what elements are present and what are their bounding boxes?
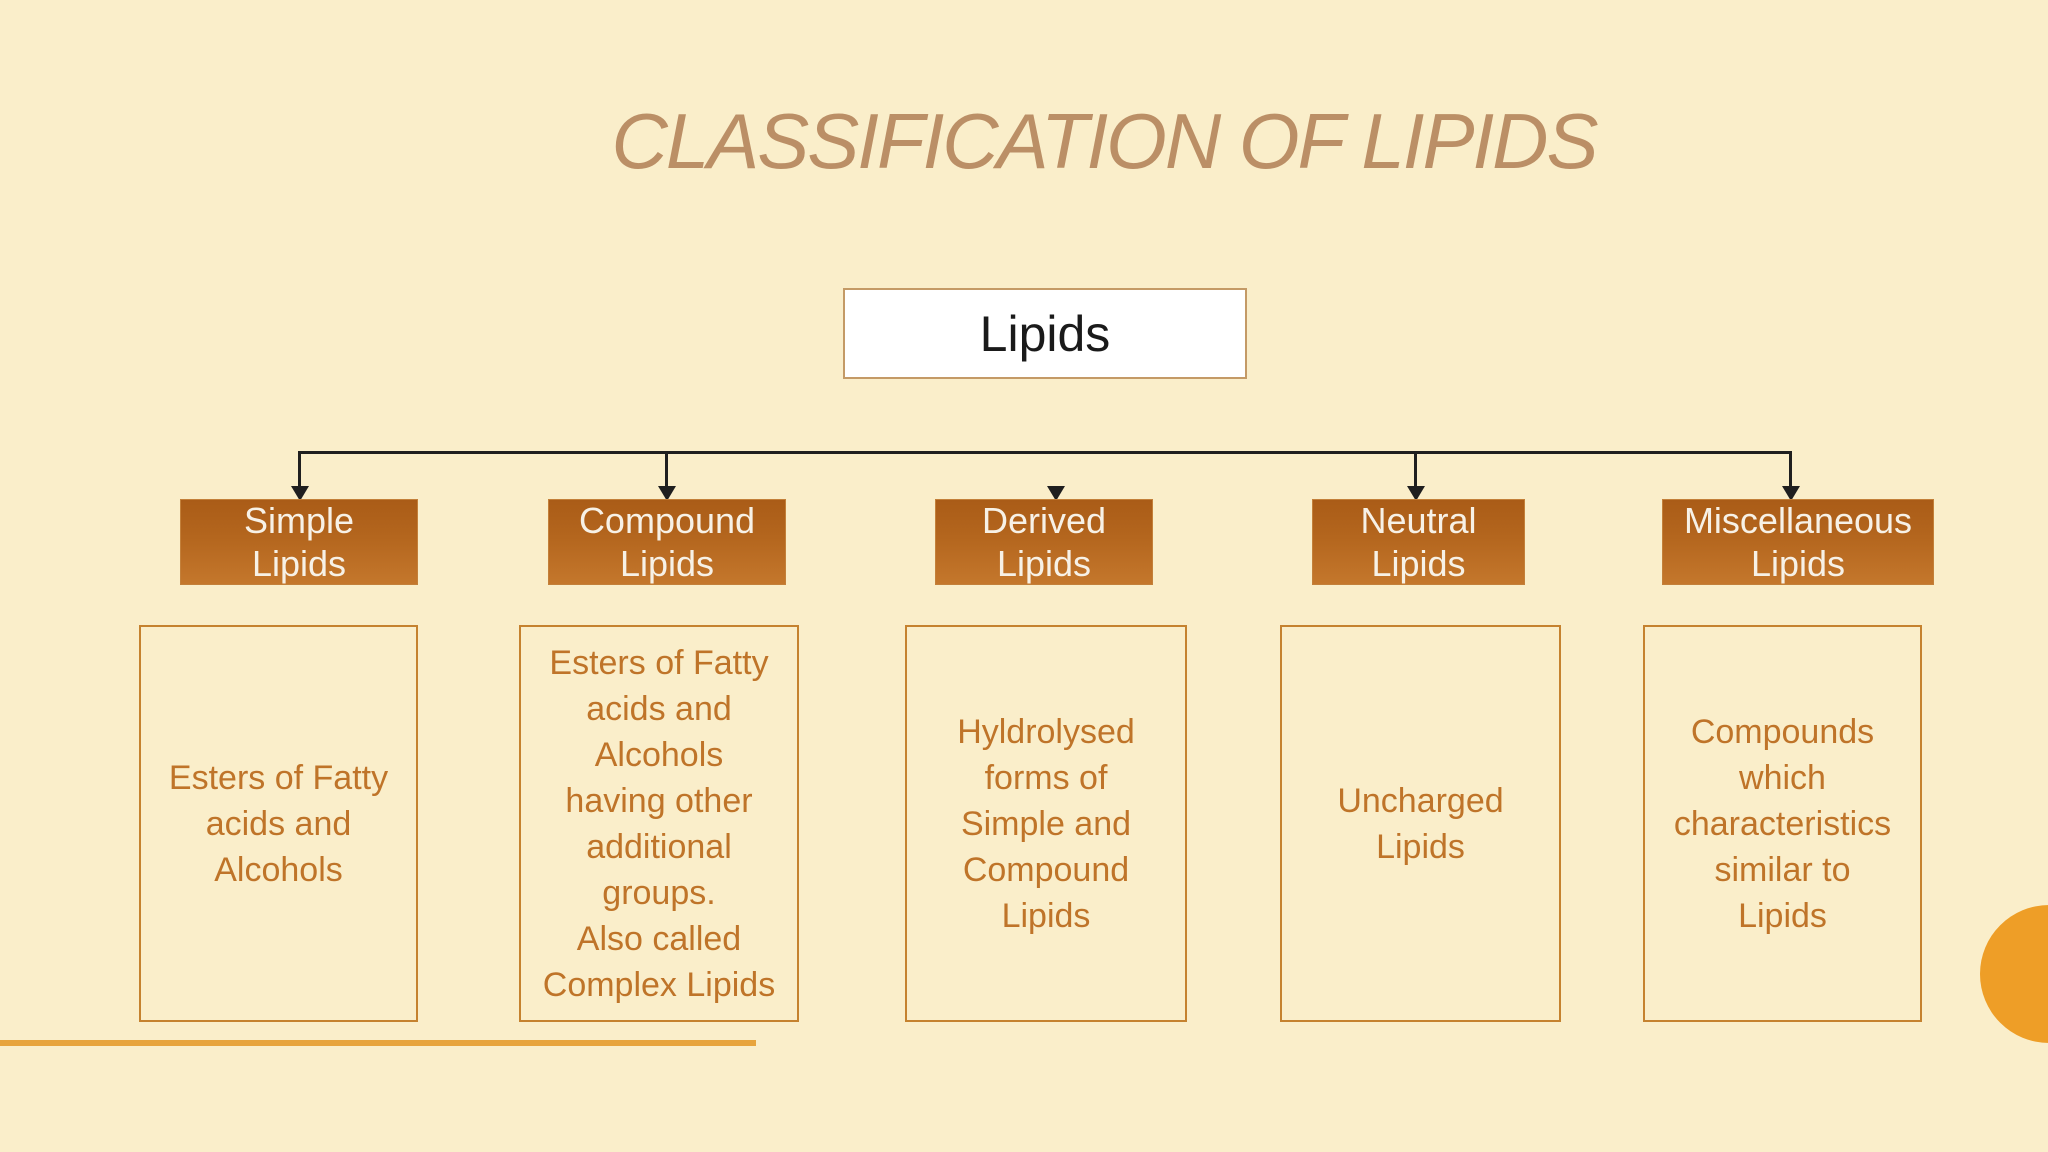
root-node-label: Lipids	[979, 305, 1111, 362]
connector-root-stem	[0, 0, 3, 109]
description-box-simple-lipids: Esters of Fatty acids and Alcohols	[139, 625, 418, 1022]
description-box-derived-lipids: Hyldrolysed forms of Simple and Compound…	[905, 625, 1187, 1022]
arrow-down-icon-neutral	[1407, 486, 1425, 501]
category-box-neutral-lipids: Neutral Lipids	[1312, 499, 1525, 585]
arrow-down-icon-compound	[658, 486, 676, 501]
category-box-derived-lipids: Derived Lipids	[935, 499, 1153, 585]
arrow-down-icon-derived	[1047, 486, 1065, 501]
slide-title: CLASSIFICATION OF LIPIDS	[611, 97, 1598, 185]
accent-bar	[0, 1040, 756, 1046]
description-box-compound-lipids: Esters of Fatty acids and Alcohols havin…	[519, 625, 799, 1022]
connector-stem-simple	[298, 451, 301, 487]
connector-stem-neutral	[1414, 451, 1417, 487]
arrow-down-icon-miscellaneous	[1782, 486, 1800, 501]
connector-stem-compound	[665, 451, 668, 487]
arrow-down-icon-simple	[291, 486, 309, 501]
description-box-miscellaneous-lipids: Compounds which characteristics similar …	[1643, 625, 1922, 1022]
root-node-lipids: Lipids	[843, 288, 1247, 379]
category-box-miscellaneous-lipids: Miscellaneous Lipids	[1662, 499, 1934, 585]
category-box-compound-lipids: Compound Lipids	[548, 499, 786, 585]
connector-stem-miscellaneous	[1789, 451, 1792, 487]
category-box-simple-lipids: Simple Lipids	[180, 499, 418, 585]
connector-horizontal-line	[299, 451, 1791, 454]
description-box-neutral-lipids: Uncharged Lipids	[1280, 625, 1561, 1022]
accent-circle	[1980, 905, 2048, 1043]
